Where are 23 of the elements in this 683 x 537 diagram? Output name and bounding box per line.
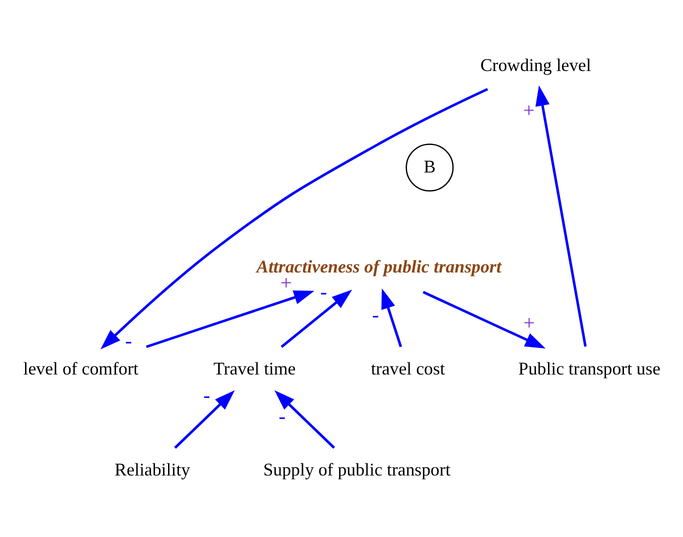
- edge-label: -: [372, 304, 379, 326]
- arrow: [146, 290, 314, 348]
- edge-label: +: [523, 100, 535, 122]
- node-text: Reliability: [114, 460, 190, 480]
- edge-label: -: [203, 384, 210, 407]
- label: B: [424, 156, 436, 176]
- node-text: Travel time: [213, 358, 296, 379]
- edge-label: -: [125, 330, 132, 353]
- node-text: Supply of public transport: [263, 460, 450, 480]
- arrow: [422, 290, 546, 348]
- node-text: travel cost: [370, 358, 445, 379]
- arrow: [280, 290, 352, 348]
- node-text: level of comfort: [23, 358, 138, 379]
- edge-label: +: [523, 312, 535, 335]
- arrow: [174, 390, 235, 449]
- arrow: [274, 390, 336, 449]
- node-text: Crowding level: [480, 54, 592, 75]
- edge-label: -: [278, 406, 286, 428]
- edge-label: -: [320, 282, 328, 304]
- arrow: [381, 288, 402, 348]
- arrow: [100, 88, 488, 350]
- arrow: [535, 85, 587, 347]
- node-text: Public transport use: [518, 358, 660, 379]
